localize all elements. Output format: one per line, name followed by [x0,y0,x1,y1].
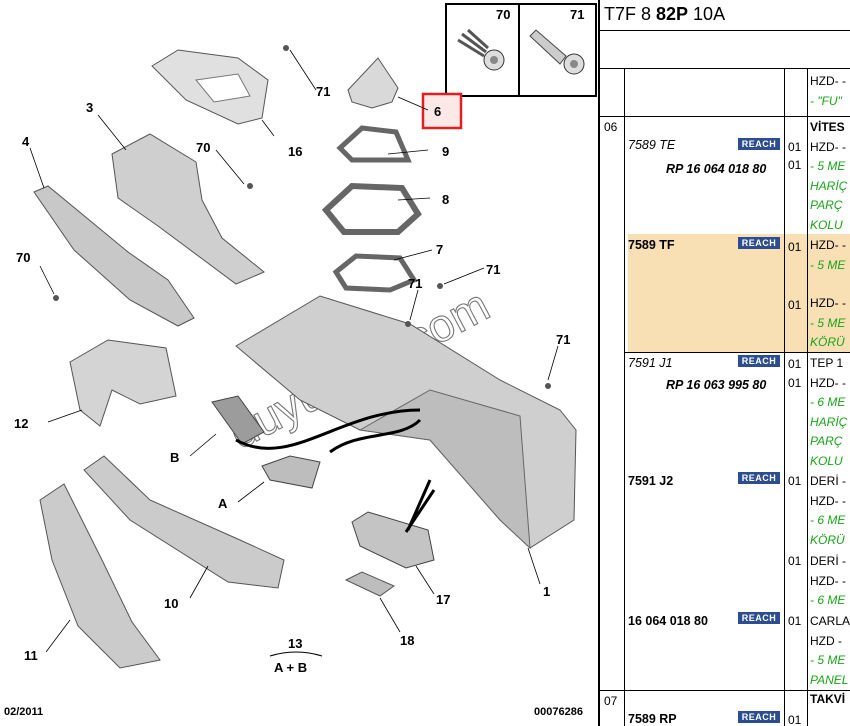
desc-7591-j2-alt: DERİ - HZD- - - 6 ME [810,554,846,607]
air-duct-11 [39,483,161,669]
gear-knob [347,57,399,109]
desc-7589-te: VİTES HZD- - - 5 ME HARİÇ PARÇ KOLU [810,120,848,232]
callout-4: 4 [22,134,30,149]
air-duct-10 [83,455,285,589]
part-ref-7589-te[interactable]: 7589 TE [628,138,676,152]
callout-16: 16 [288,144,302,159]
part-ref-7591-j2[interactable]: 7591 J2 [628,474,674,488]
reach-badge: REACH [738,612,780,624]
callout-10: 10 [164,596,178,611]
callout-70-upper: 70 [196,140,210,155]
reach-badge: REACH [738,472,780,484]
fastener-inset: 70 71 [445,3,597,97]
mat-18 [344,571,396,597]
desc-7589-tf: HZD- - - 5 ME HZD- - - 5 ME KÖRÜ [810,238,846,349]
trim-ring-9 [336,125,412,163]
footer-code: 00076286 [534,706,583,718]
section-07: 07 [604,694,618,708]
desc-7591-j2: DERİ - HZD- - - 6 ME KÖRÜ [810,474,846,547]
part-ref-7589-rp[interactable]: 7589 RP [628,712,677,726]
callout-17: 17 [436,592,450,607]
qty: 01 [788,474,802,488]
qty: 01 [788,158,802,172]
side-trim-3 [111,133,265,285]
callout-13: 13 [288,636,302,651]
qty: 01 [788,240,802,254]
callout-b: B [170,450,179,465]
reach-badge: REACH [738,237,780,249]
screw-71-icon [529,29,585,75]
callout-71-rear: 71 [556,332,570,347]
callout-a: A [218,496,228,511]
callout-70-lower: 70 [16,250,30,265]
footer-date: 02/2011 [4,706,44,718]
callout-11: 11 [24,648,38,663]
callout-6: 6 [434,104,441,119]
qty: 01 [788,140,802,154]
highlighted-row [628,234,850,352]
qty: 01 [788,376,802,390]
callout-7: 7 [436,242,443,257]
side-trim-4 [33,185,195,327]
qty: 01 [788,554,802,568]
callout-9: 9 [442,144,449,159]
callout-71-top: 71 [316,84,330,99]
rp-7591-j1: RP 16 063 995 80 [666,378,767,392]
inset-label-70: 70 [496,7,510,22]
desc-takvi: TAKVİ [810,692,846,706]
part-ref-7589-tf[interactable]: 7589 TF [628,238,675,252]
callout-13-sub: A + B [274,660,307,675]
air-duct-12 [69,339,177,427]
callout-1: 1 [543,584,550,599]
part-b [211,395,265,445]
callout-71-mid: 71 [408,276,422,291]
part-ref-7591-j1[interactable]: 7591 J1 [628,356,673,370]
desc-7591-j1: TEP 1 HZD- - - 6 ME HARİÇ PARÇ KOLU [810,356,848,468]
parts-list-panel: T7F 8 82P 10A HZD- -- "FU" 06 7589 TE RP… [598,0,850,726]
rp-7589-te: RP 16 064 018 80 [666,162,767,176]
trim-frame-7 [332,253,418,293]
desc-16064018080: CARLA HZD - - 5 ME PANEL [810,614,850,687]
desc-top: HZD- -- "FU" [810,74,846,108]
panel-header: T7F 8 82P 10A [604,4,726,24]
reach-badge: REACH [738,711,780,723]
callout-71-right: 71 [486,262,500,277]
screw-70-icon [457,28,505,71]
section-06: 06 [604,120,618,134]
qty: 01 [788,614,802,628]
callout-8: 8 [442,192,449,207]
part-ref-16064018080[interactable]: 16 064 018 80 [628,614,708,628]
qty: 01 [788,357,802,371]
reach-badge: REACH [738,138,780,150]
parts-diagram: duyukoto.com 70 71 [14,3,597,675]
part-a [261,455,321,489]
qty: 01 [788,713,802,726]
callout-3: 3 [86,100,93,115]
callout-18: 18 [400,633,414,648]
inset-label-71: 71 [570,7,584,22]
qty: 01 [788,298,802,312]
callout-12: 12 [14,416,28,431]
reach-badge: REACH [738,355,780,367]
trim-frame-8 [321,182,422,235]
callout-6-highlight [421,92,463,130]
tray-17 [351,511,435,569]
